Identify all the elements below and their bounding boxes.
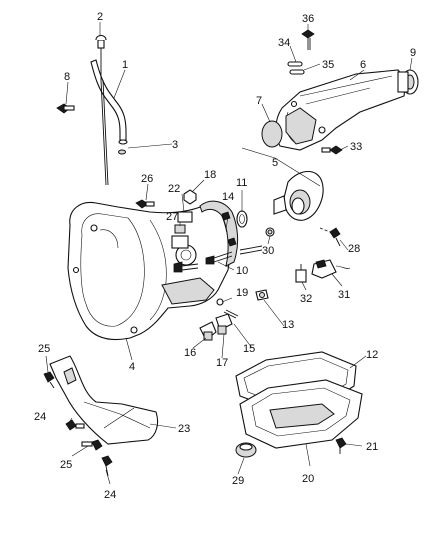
nut-18 bbox=[183, 189, 197, 205]
callout-11: 11 bbox=[236, 177, 247, 189]
callout-13: 13 bbox=[282, 319, 294, 331]
callout-3: 3 bbox=[172, 139, 178, 151]
leader-lines bbox=[45, 22, 413, 485]
callout-33: 33 bbox=[350, 141, 362, 153]
callout-19: 19 bbox=[236, 287, 248, 299]
callout-18: 18 bbox=[204, 169, 216, 181]
clip-34 bbox=[287, 61, 303, 67]
rear-seal-9 bbox=[397, 69, 419, 95]
callout-26: 26 bbox=[141, 173, 153, 185]
connector-32 bbox=[295, 264, 307, 283]
bolt-28 bbox=[329, 227, 341, 247]
plug-30 bbox=[265, 227, 275, 237]
speed-sensor-31 bbox=[311, 259, 351, 279]
fitting-27 bbox=[174, 224, 186, 234]
bolt-24-lower bbox=[101, 455, 113, 477]
bolt-24-upper bbox=[65, 419, 85, 431]
gasket-7 bbox=[261, 120, 283, 148]
transmission-case bbox=[67, 201, 231, 341]
callout-30: 30 bbox=[262, 245, 274, 257]
switch-17 bbox=[215, 313, 233, 335]
callout-25-second: 25 bbox=[60, 459, 72, 471]
callout-2: 2 bbox=[97, 11, 103, 23]
callout-20: 20 bbox=[302, 473, 314, 485]
callout-1: 1 bbox=[122, 59, 128, 71]
callout-31: 31 bbox=[338, 289, 350, 301]
switch-16 bbox=[199, 321, 217, 341]
callout-6: 6 bbox=[360, 59, 366, 71]
callout-4: 4 bbox=[129, 361, 135, 373]
clip-35 bbox=[289, 69, 305, 75]
pin-15 bbox=[223, 309, 239, 319]
bolt-26 bbox=[135, 199, 155, 209]
dipstick-tube bbox=[90, 59, 128, 145]
bolt-8 bbox=[56, 103, 75, 114]
callout-27: 27 bbox=[166, 211, 178, 223]
callout-15: 15 bbox=[243, 343, 255, 355]
plug-22 bbox=[177, 211, 193, 223]
drain-bolt-21 bbox=[335, 437, 347, 454]
extension-housing bbox=[275, 69, 407, 151]
bolt-25-upper bbox=[43, 371, 55, 389]
callout-10: 10 bbox=[236, 265, 248, 277]
callout-8: 8 bbox=[64, 71, 70, 83]
callout-24: 24 bbox=[34, 411, 46, 423]
callout-labels: 1 2 3 4 5 6 7 8 9 10 11 12 13 14 15 16 1… bbox=[34, 11, 416, 501]
heat-shield-23 bbox=[49, 355, 159, 445]
callout-17: 17 bbox=[216, 357, 228, 369]
bolt-25-lower bbox=[81, 439, 103, 451]
oil-seal-11 bbox=[236, 210, 248, 228]
magnet-29 bbox=[235, 442, 257, 458]
bolt-33 bbox=[321, 145, 343, 155]
stud-bolts-10 bbox=[173, 245, 263, 273]
plug-13 bbox=[255, 289, 269, 301]
dipstick-seal bbox=[118, 149, 126, 155]
callout-25: 25 bbox=[38, 343, 50, 355]
callout-21: 21 bbox=[366, 441, 378, 453]
callout-16: 16 bbox=[184, 347, 196, 359]
callout-24-second: 24 bbox=[104, 489, 116, 501]
callout-28: 28 bbox=[348, 243, 360, 255]
plug-19 bbox=[216, 298, 224, 306]
bolt-36 bbox=[301, 29, 315, 50]
callout-9: 9 bbox=[410, 47, 416, 59]
callout-12: 12 bbox=[366, 349, 378, 361]
callout-22: 22 bbox=[168, 183, 180, 195]
callout-36: 36 bbox=[302, 13, 314, 25]
dipstick bbox=[95, 34, 109, 186]
callout-14: 14 bbox=[222, 191, 234, 203]
callout-5: 5 bbox=[272, 157, 278, 169]
callout-34: 34 bbox=[278, 37, 290, 49]
callout-7: 7 bbox=[256, 95, 262, 107]
callout-32: 32 bbox=[300, 293, 312, 305]
callout-29: 29 bbox=[232, 475, 244, 487]
oil-pan-20 bbox=[239, 379, 363, 449]
adapter-plate bbox=[273, 170, 324, 221]
callout-23: 23 bbox=[178, 423, 190, 435]
callout-35: 35 bbox=[322, 59, 334, 71]
